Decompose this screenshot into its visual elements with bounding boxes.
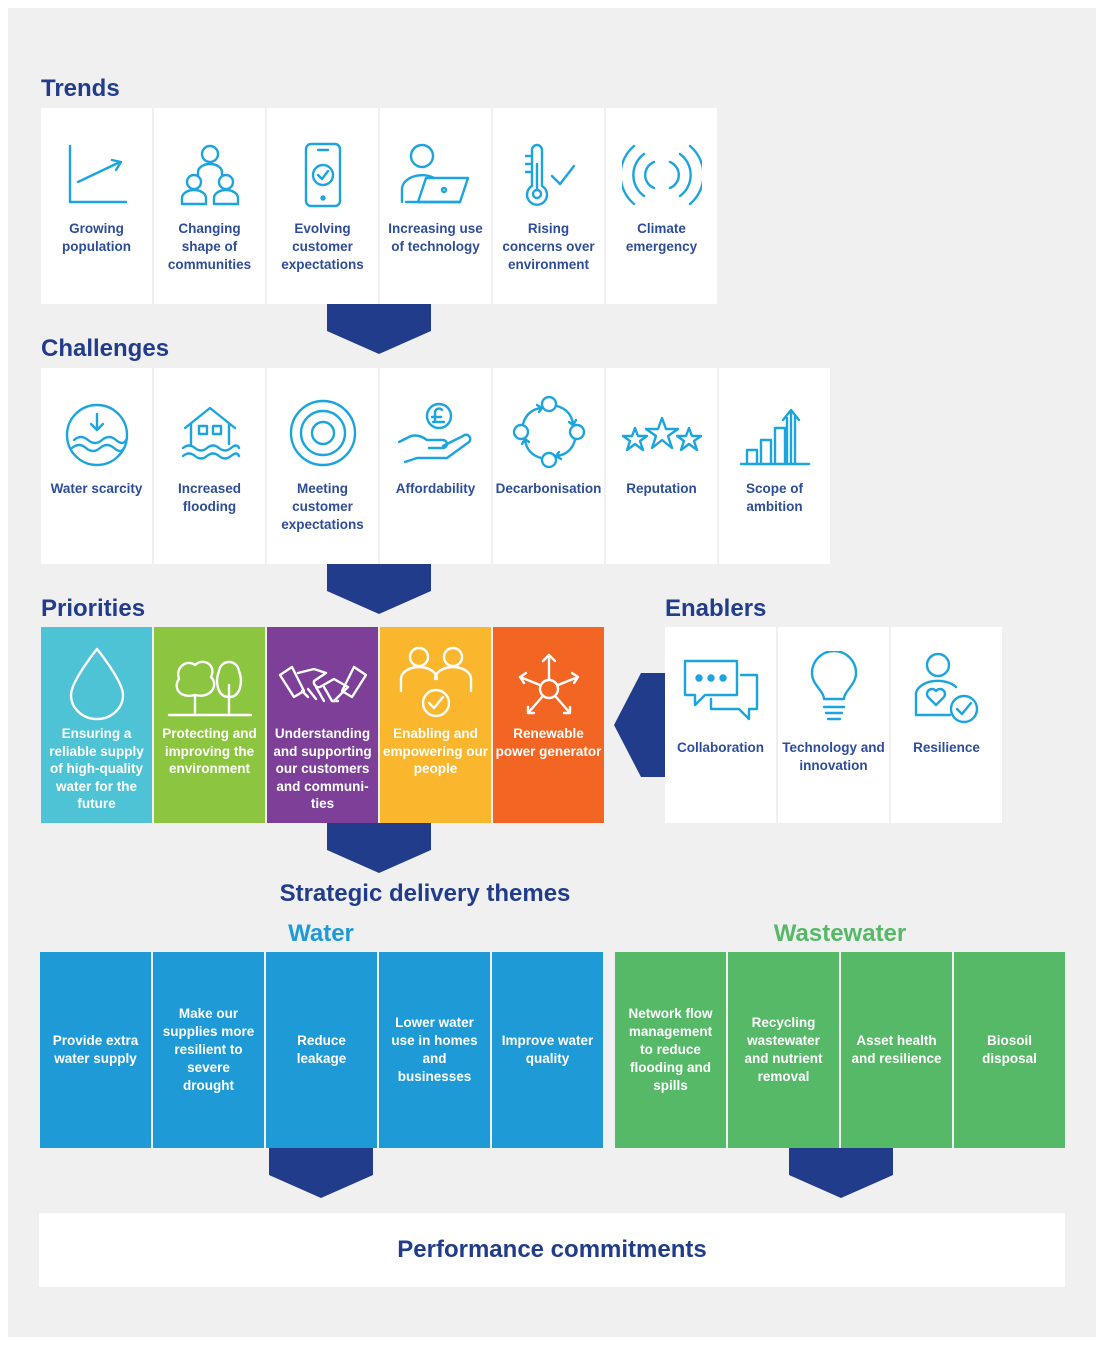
water-theme: Reduce leakage — [266, 952, 377, 1148]
thermometer-check-icon — [524, 143, 575, 206]
chat-bubbles-icon — [683, 659, 758, 721]
trend-card-technology-use: Increasing use of technology — [380, 108, 491, 304]
performance-commitments-box: Performance commitments — [39, 1213, 1065, 1287]
water-theme: Make our supplies more resilient to seve… — [153, 952, 264, 1148]
water-themes-row: Provide extra water supply Make our supp… — [40, 952, 603, 1148]
priorities-row: Ensuring a reliable supply of high-quali… — [41, 627, 604, 823]
trees-icon — [167, 660, 252, 717]
trend-card-climate-emergency: Climate emergency — [606, 108, 717, 304]
water-theme: Provide extra water supply — [40, 952, 151, 1148]
rising-bars-icon — [739, 408, 810, 466]
performance-commitments-label: Performance commitments — [397, 1236, 707, 1263]
enabler-label: Technology and innovation — [782, 740, 885, 773]
water-theme: Improve water quality — [492, 952, 603, 1148]
broadcast-waves-icon — [621, 144, 702, 206]
wastewater-themes-row: Network flow management to reduce floodi… — [615, 952, 1065, 1148]
flooded-house-icon — [181, 406, 240, 460]
trend-card-growing-population: Growing population — [41, 108, 152, 304]
challenge-card-reputation: Reputation — [606, 368, 717, 564]
challenges-heading: Challenges — [41, 335, 170, 362]
challenge-label: Affordability — [395, 481, 476, 496]
priorities-heading: Priorities — [41, 595, 146, 622]
wastewater-theme: Biosoil disposal — [954, 952, 1065, 1148]
down-arrow — [327, 823, 431, 873]
trend-label: Climate emergency — [625, 221, 698, 254]
energy-hub-icon — [518, 653, 579, 715]
down-arrow — [327, 304, 431, 354]
person-heart-icon — [914, 652, 978, 724]
water-theme: Lower water use in homes and businesses — [379, 952, 490, 1148]
trend-label: Evolving customer expectations — [281, 221, 364, 272]
water-drop-icon — [69, 647, 124, 721]
priority-label: Enabling and empowering our people — [382, 726, 488, 776]
priority-card-people: Enabling and empowering our people — [380, 627, 491, 823]
challenge-label: Reputation — [626, 481, 697, 496]
hand-pound-coin-icon — [397, 402, 471, 464]
priority-card-environment: Protecting and improving the environment — [154, 627, 265, 823]
lightbulb-icon — [810, 651, 857, 721]
trends-heading: Trends — [41, 75, 120, 102]
strategic-themes-heading: Strategic delivery themes — [279, 880, 571, 907]
challenge-label: Water scarcity — [50, 481, 143, 496]
trend-label: Increasing use of technology — [388, 221, 483, 254]
trend-label: Growing population — [62, 221, 131, 254]
wastewater-theme: Asset health and resilience — [841, 952, 952, 1148]
enablers-heading: Enablers — [665, 595, 767, 622]
wastewater-heading: Wastewater — [773, 920, 907, 947]
down-arrow — [789, 1148, 893, 1198]
enabler-card-resilience: Resilience — [891, 627, 1002, 823]
trend-card-changing-communities: Changing shape of communities — [154, 108, 265, 304]
trends-row: Growing population Changing shape of com… — [41, 108, 717, 304]
phone-check-icon — [304, 142, 341, 208]
enablers-row: Collaboration Technology and innovation … — [665, 627, 1002, 823]
priority-card-customers: Understanding and supporting our custome… — [267, 627, 378, 823]
down-arrow — [327, 564, 431, 614]
priority-label: Protecting and improving the environment — [162, 726, 257, 776]
challenge-card-meeting-expectations: Meeting customer expectations — [267, 368, 378, 564]
left-arrow — [614, 673, 665, 777]
challenge-card-scope-of-ambition: Scope of ambition — [719, 368, 830, 564]
challenge-card-water-scarcity: Water scarcity — [41, 368, 152, 564]
trend-card-evolving-expectations: Evolving customer expectations — [267, 108, 378, 304]
priority-card-water-supply: Ensuring a reliable supply of high-quali… — [41, 627, 152, 823]
down-arrow — [269, 1148, 373, 1198]
enabler-card-collaboration: Collaboration — [665, 627, 776, 823]
challenge-card-affordability: Affordability — [380, 368, 491, 564]
cycle-icon — [512, 396, 585, 468]
person-laptop-icon — [400, 143, 469, 204]
challenge-card-decarbonisation: Decarbonisation — [493, 368, 604, 564]
challenge-label: Decarbonisation — [495, 481, 602, 496]
priority-label: Ensuring a reliable supply of high-quali… — [49, 726, 144, 811]
people-group-icon — [180, 144, 239, 206]
trend-card-environment-concerns: Rising concerns over environment — [493, 108, 604, 304]
target-icon — [289, 399, 356, 467]
priority-card-renewable-power: Renewable power generator — [493, 627, 604, 823]
challenge-card-flooding: Increased flooding — [154, 368, 265, 564]
enabler-label: Resilience — [913, 740, 980, 755]
challenge-label: Increased flooding — [177, 481, 242, 514]
priority-label: Understanding and supporting our custome… — [273, 726, 372, 811]
stars-icon — [621, 416, 702, 452]
people-check-icon — [399, 646, 472, 718]
trend-label: Changing shape of communities — [167, 221, 252, 272]
wastewater-theme: Recycling wastewater and nutrient remova… — [728, 952, 839, 1148]
challenge-label: Meeting customer expectations — [281, 481, 364, 532]
growth-chart-icon — [68, 144, 127, 204]
water-heading: Water — [288, 920, 354, 947]
handshake-icon — [278, 665, 367, 703]
wastewater-theme: Network flow management to reduce floodi… — [615, 952, 726, 1148]
priority-label: Renewable power generator — [495, 726, 602, 759]
challenges-row: Water scarcity Increased flooding Meetin… — [41, 368, 830, 564]
trend-label: Rising concerns over environment — [502, 221, 595, 272]
water-level-icon — [65, 403, 128, 467]
challenge-label: Scope of ambition — [745, 481, 803, 514]
enabler-card-technology: Technology and innovation — [778, 627, 889, 823]
enabler-label: Collaboration — [677, 740, 764, 755]
